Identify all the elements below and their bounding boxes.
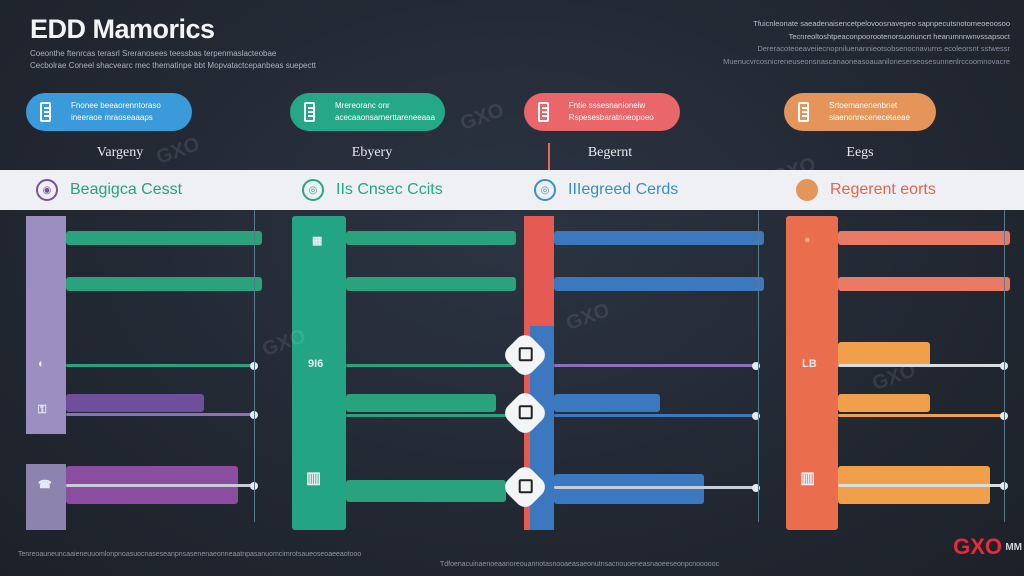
vline [758, 210, 759, 522]
band-item[interactable]: ◎ IIs Cnsec Ccits [302, 170, 443, 210]
brand-suffix: MM [1005, 542, 1022, 553]
column-1-bar-lower [26, 464, 66, 530]
h-bar [66, 277, 262, 291]
category-band: ◉ Beagigca Cesst ◎ IIs Cnsec Ccits ◎ III… [0, 170, 1024, 210]
thin-line [66, 364, 252, 367]
subtitle: Coeonthe ftenrcas terasrl Sreranosees te… [30, 48, 470, 72]
footer-center: Tdfoenacuinaenoeaanoreouannotasnooaeasae… [440, 561, 720, 568]
h-bar [554, 394, 660, 412]
vline [1004, 210, 1005, 522]
column-heading: Eegs [846, 145, 874, 160]
dot [752, 484, 760, 492]
pill-text: Srtoemanenenbnet siaenonrecenecetaeae [829, 101, 911, 122]
h-bar [838, 394, 930, 412]
lock-icon: ◐ [38, 358, 45, 370]
document-icon [304, 102, 315, 122]
column-3-bar-top [530, 216, 554, 326]
thin-line [838, 364, 1006, 367]
top-right-line: Muenucvrcosnicreneuseonsnascanaoneasoaua… [723, 56, 1010, 66]
connector-line [548, 143, 550, 170]
pill-1[interactable]: Fnonee beeaorenntoraso ineeraoe mraoseaa… [26, 93, 192, 131]
page-title: EDD Mamorics [30, 14, 215, 44]
h-bar [346, 394, 496, 412]
building-icon: ▥ [306, 470, 322, 487]
band-item[interactable]: ◎ IIIegreed Cerds [534, 170, 678, 210]
phone-icon: ☎ [38, 479, 52, 491]
column-2-value: 9I6 [308, 358, 324, 370]
subtitle-line: Cecbolrae Coneel shacvearc mec thematinp… [30, 61, 316, 70]
document-icon [40, 102, 51, 122]
thin-line [554, 364, 754, 367]
h-bar [554, 277, 764, 291]
h-bar [66, 231, 262, 245]
footer-left: Tenreoauneuncaaieneuuomlonpnoasuocnasese… [18, 551, 362, 558]
pill-2[interactable]: Mrereoranc onr acecaaonsarnerttareneeaaa [290, 93, 445, 131]
dot [752, 362, 760, 370]
h-bar [554, 474, 704, 504]
column-heading: Vargeny [96, 145, 144, 160]
pill-3[interactable]: Fntie sssesnanioneiw Rspesesbaratnoeopoe… [524, 93, 680, 131]
band-label: IIIegreed Cerds [568, 181, 679, 198]
h-bar [554, 231, 764, 245]
chart-icon [796, 179, 818, 201]
thin-line [346, 414, 516, 417]
building-icon: ▥ [800, 470, 816, 487]
thin-line [838, 484, 1006, 487]
watermark: GXO [153, 133, 203, 169]
circle-icon: ● [804, 234, 811, 246]
pill-4[interactable]: Srtoemanenenbnet siaenonrecenecetaeae [784, 93, 936, 131]
top-right-line: Dereracoteoeaveiiecnopniluenannieotsobse… [757, 44, 1010, 53]
shield-icon: ◎ [302, 179, 324, 201]
h-bar [838, 231, 1010, 245]
watermark: GXO [457, 99, 507, 135]
top-right-line: Tfuicnleonate saeadenaisencetpelovoosnav… [753, 19, 1010, 28]
h-bar [838, 342, 930, 366]
pill-text: Fntie sssesnanioneiw Rspesesbaratnoeopoe… [568, 101, 654, 122]
grid-icon: ▦ [312, 235, 323, 247]
column-1-bar [26, 216, 66, 434]
h-bar [346, 277, 516, 291]
top-right-text: Tfuicnleonate saeadenaisencetpelovoosnav… [690, 18, 1010, 68]
brand-logo: GXO [953, 534, 1002, 559]
dot [752, 412, 760, 420]
target-icon: ◎ [534, 179, 556, 201]
band-label: IIs Cnsec Ccits [336, 181, 443, 198]
h-bar [66, 394, 204, 412]
vline [254, 210, 255, 522]
bag-icon: ◉ [36, 179, 58, 201]
watermark: GXO [563, 299, 613, 335]
h-bar [838, 277, 1010, 291]
pill-text: Mrereoranc onr acecaaonsarnerttareneeaaa [335, 101, 436, 122]
h-bar [346, 231, 516, 245]
column-4-bar [786, 216, 838, 530]
band-item[interactable]: Regerent eorts [796, 170, 936, 210]
thin-line [66, 484, 252, 487]
document-icon [538, 102, 549, 122]
h-bar [346, 480, 506, 502]
column-2-bar [292, 216, 346, 530]
key-icon: ⚿ [38, 404, 47, 416]
thin-line [346, 364, 516, 367]
top-right-line: Tecnreoltoshtpeaconpoorootenorsuoriuncrt… [788, 31, 1010, 41]
document-icon [798, 102, 810, 122]
band-label: Regerent eorts [830, 181, 936, 198]
band-item[interactable]: ◉ Beagigca Cesst [36, 170, 182, 210]
thin-line [554, 486, 754, 489]
band-label: Beagigca Cesst [70, 181, 183, 198]
thin-line [66, 413, 252, 416]
pill-text: Fnonee beeaorenntoraso ineeraoe mraoseaa… [70, 101, 161, 122]
column-heading: Ebyery [351, 145, 393, 160]
subtitle-line: Coeonthe ftenrcas terasrl Sreranosees te… [30, 49, 277, 58]
column-heading: Begernt [587, 145, 633, 160]
thin-line [838, 414, 1006, 417]
thin-line [554, 414, 754, 417]
column-4-value: LB [802, 358, 817, 370]
